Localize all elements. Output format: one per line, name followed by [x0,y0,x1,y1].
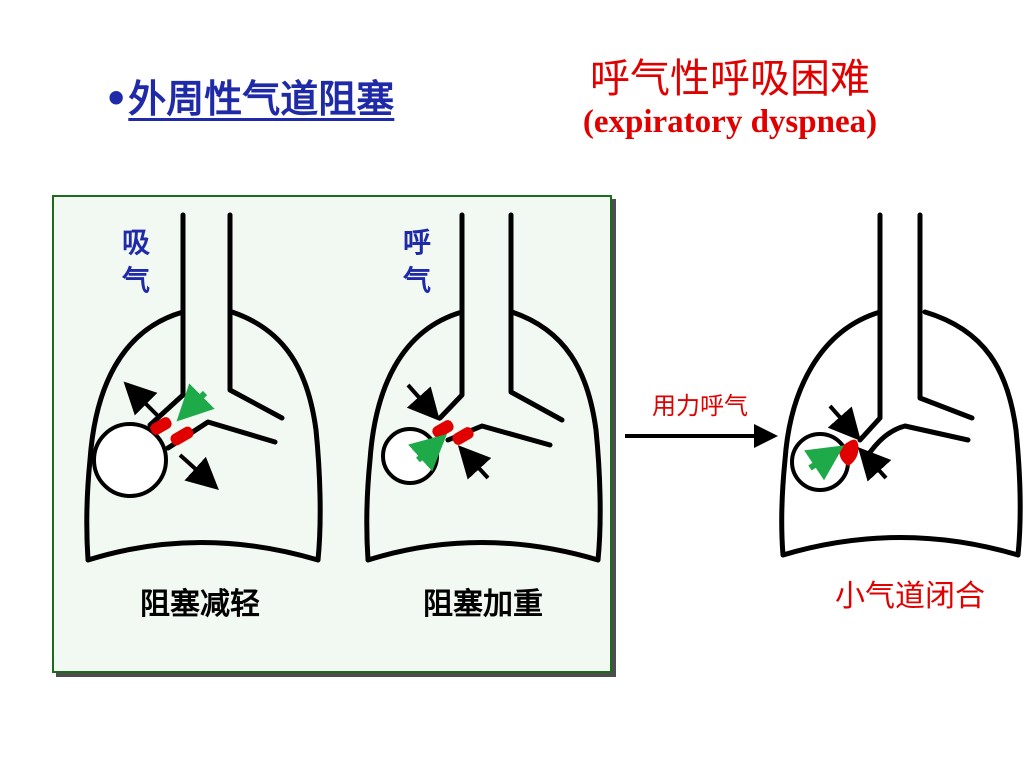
obstruction-mark [150,417,172,435]
forced-exhale-transition: 用力呼气 [625,392,778,448]
heading-title: 外周性气道阻塞 [128,77,395,121]
diagram-subtitle: (expiratory dyspnea) [582,104,878,140]
lung-outline [779,309,1023,558]
lung-exhale: 呼 气 阻塞加重 [364,212,603,622]
obstruction-mark [170,426,194,446]
lung-forced-exhale: 小气道闭合 [779,212,1023,614]
alveolus [381,427,439,485]
bronchus-lower-wall [863,423,971,461]
alveolus [92,422,168,498]
side-label: 气 [402,264,431,297]
panel-caption: 阻塞加重 [423,587,543,622]
trachea-left-wall [437,212,465,421]
section-heading: •外周性气道阻塞 [104,68,394,123]
outward-arrow-icon [178,453,219,491]
airflow-arrow-icon [408,433,447,472]
inward-arrow-icon [827,404,861,441]
trachea-right-wall [508,212,565,423]
inward-arrow-icon [406,383,440,421]
trachea-left-wall [857,212,883,443]
collapsed-airway-mark [839,439,859,466]
side-label: 吸 [122,226,150,259]
airflow-arrow-icon [176,383,215,422]
lung-outline [364,309,603,563]
inward-arrow-icon [857,447,892,482]
panel-caption: 小气道闭合 [835,579,985,614]
trachea-gap [882,300,922,316]
lung-inhale: 吸 气 阻塞减轻 [84,212,323,622]
bullet-mark: • [104,77,129,121]
obstruction-mark [432,420,454,438]
inward-arrow-icon [457,445,492,480]
outward-arrow-icon [123,381,160,418]
side-label: 气 [121,264,150,297]
obstruction-mark [452,427,474,445]
panel-caption: 阻塞减轻 [140,587,260,622]
trachea-right-wall [227,212,285,421]
transition-label: 用力呼气 [652,392,748,420]
side-label: 呼 [403,226,431,259]
trachea-right-wall [917,212,975,421]
airflow-arrow-icon [804,445,844,481]
diagram-title: 呼气性呼吸困难 [590,56,870,102]
lung-outline [84,309,323,563]
